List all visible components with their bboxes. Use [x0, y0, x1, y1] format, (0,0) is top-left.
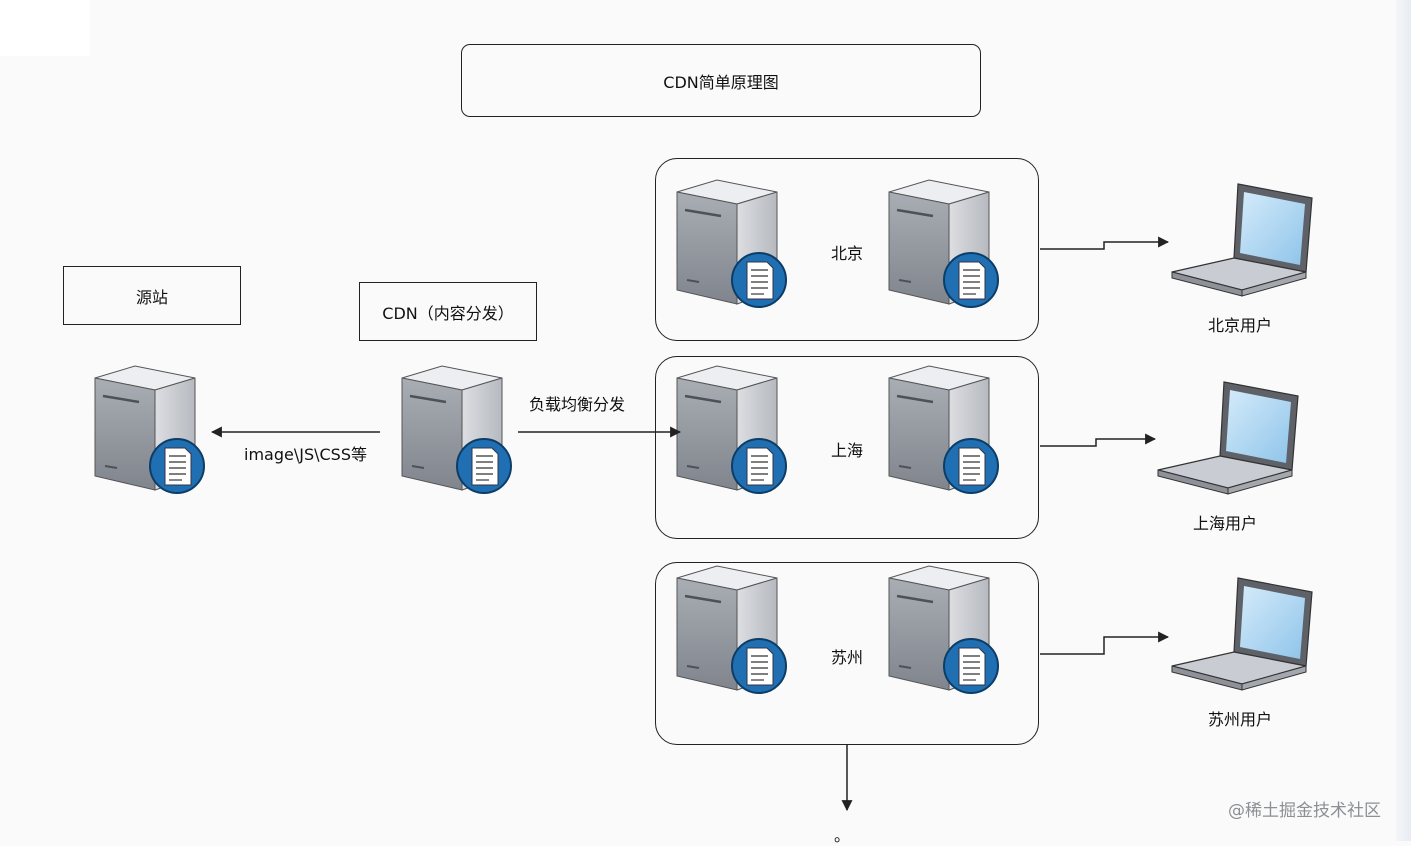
user-label-suzhou: 苏州用户 [1207, 710, 1272, 729]
origin-label-box: 源站 [63, 266, 241, 325]
region-box-suzhou [655, 562, 1039, 745]
cdn-label-box: CDN（内容分发） [359, 282, 537, 341]
continuation-mark: 。 [834, 826, 851, 845]
right-edge-shade [1396, 0, 1411, 841]
watermark: @稀土掘金技术社区 [1228, 801, 1381, 821]
distribution-label: 负载均衡分发 [529, 395, 626, 414]
diagram-title: CDN简单原理图 [663, 72, 779, 92]
region-name-beijing: 北京 [830, 244, 863, 263]
region-box-shanghai [655, 356, 1039, 539]
shanghai-user-arrow [1040, 433, 1157, 447]
region-box-beijing [655, 158, 1039, 341]
user-label-beijing: 北京用户 [1207, 316, 1272, 335]
beijing-user-arrow [1040, 236, 1170, 250]
user-label-shanghai: 上海用户 [1192, 514, 1257, 533]
origin-label: 源站 [135, 287, 168, 307]
region-name-suzhou: 苏州 [830, 648, 863, 667]
origin-link-label: image\JS\CSS等 [244, 445, 367, 464]
region-name-shanghai: 上海 [830, 441, 863, 460]
cdn-server-icon [400, 364, 513, 495]
diagram-title-box: CDN简单原理图 [461, 44, 981, 117]
origin-server-icon [93, 364, 206, 495]
beijing-user-laptop-icon [1171, 183, 1313, 297]
shanghai-user-laptop-icon [1157, 381, 1299, 495]
suzhou-user-arrow [1040, 631, 1170, 655]
suzhou-user-laptop-icon [1171, 577, 1313, 691]
corner-patch [0, 0, 90, 56]
cdn-label: CDN（内容分发） [382, 303, 514, 323]
